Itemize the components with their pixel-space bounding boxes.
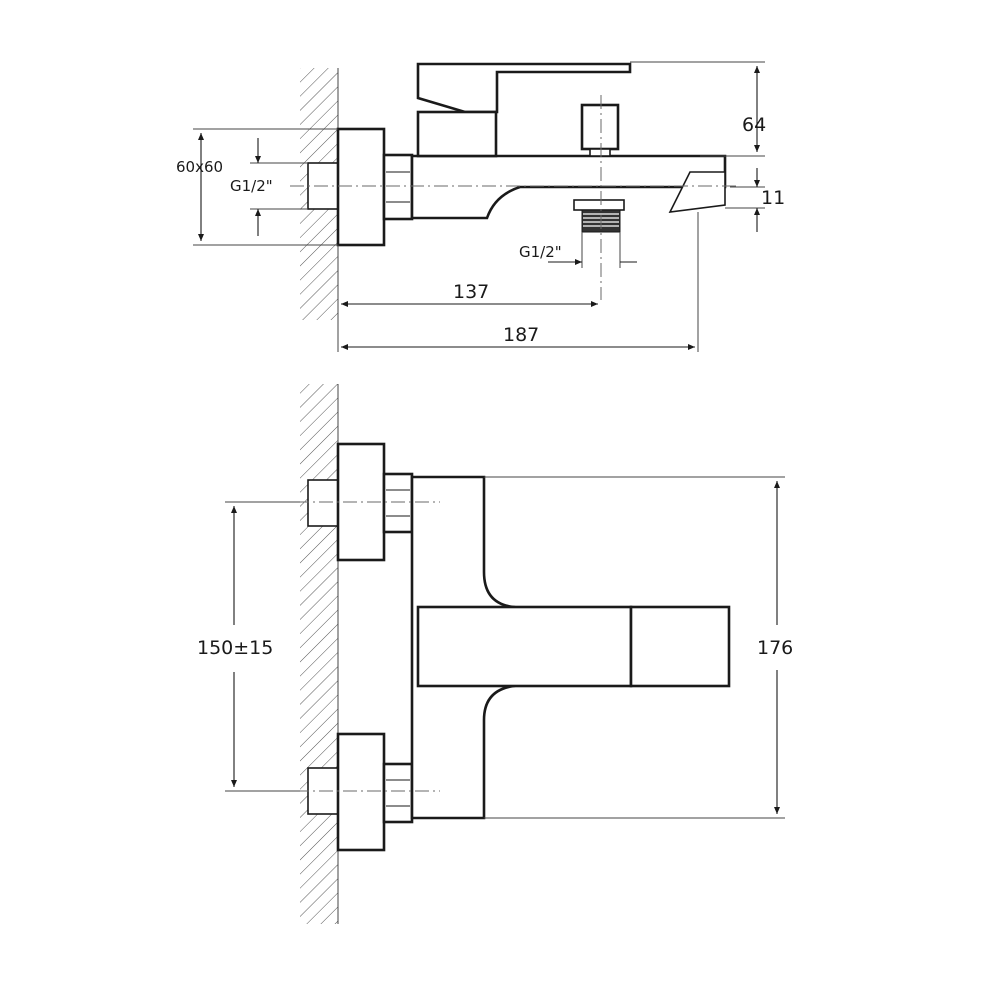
inlet-pipe-upper: [307, 479, 339, 527]
hex-nut-top: [382, 153, 414, 221]
top-view: 64 11 60x60 G1/2" G1/2" 137: [176, 61, 785, 352]
wall-front: [300, 384, 339, 924]
dim-body-height: 176: [757, 481, 793, 814]
dim-outlet-distance-label: 137: [453, 281, 489, 303]
dim-outlet-distance: 137: [341, 281, 598, 307]
dim-spout-drop: 11: [754, 168, 785, 232]
shower-outlet-thread: [573, 199, 625, 233]
dim-outlet-thread-label: G1/2": [519, 243, 562, 261]
hex-nut-lower: [382, 762, 414, 824]
front-view: 150±15 176: [197, 384, 793, 924]
dim-body-height-label: 176: [757, 637, 793, 659]
dim-flange-size: 60x60: [176, 133, 223, 241]
hex-nut-upper: [382, 472, 414, 534]
spout-front: [629, 605, 731, 688]
dim-inlet-spacing-label: 150±15: [197, 637, 273, 659]
dim-inlet-thread: G1/2": [230, 138, 273, 236]
mixer-body-top: [410, 154, 727, 220]
lever-handle-front: [416, 605, 633, 688]
dim-total-depth: 187: [341, 324, 695, 350]
dim-height-label: 64: [742, 114, 766, 136]
dim-total-depth-label: 187: [503, 324, 539, 346]
dim-spout-drop-label: 11: [761, 187, 785, 209]
dim-height: 64: [742, 66, 766, 152]
spout-tip-top: [668, 171, 726, 213]
dim-flange-size-label: 60x60: [176, 158, 223, 176]
wall-flange-top: [336, 127, 386, 247]
diverter-knob-top: [580, 103, 620, 157]
lever-handle-top: [416, 62, 632, 158]
wall-flange-lower: [336, 732, 386, 852]
dim-inlet-spacing: 150±15: [197, 506, 273, 787]
dim-inlet-thread-label: G1/2": [230, 177, 273, 195]
dim-outlet-thread: G1/2": [519, 243, 637, 265]
